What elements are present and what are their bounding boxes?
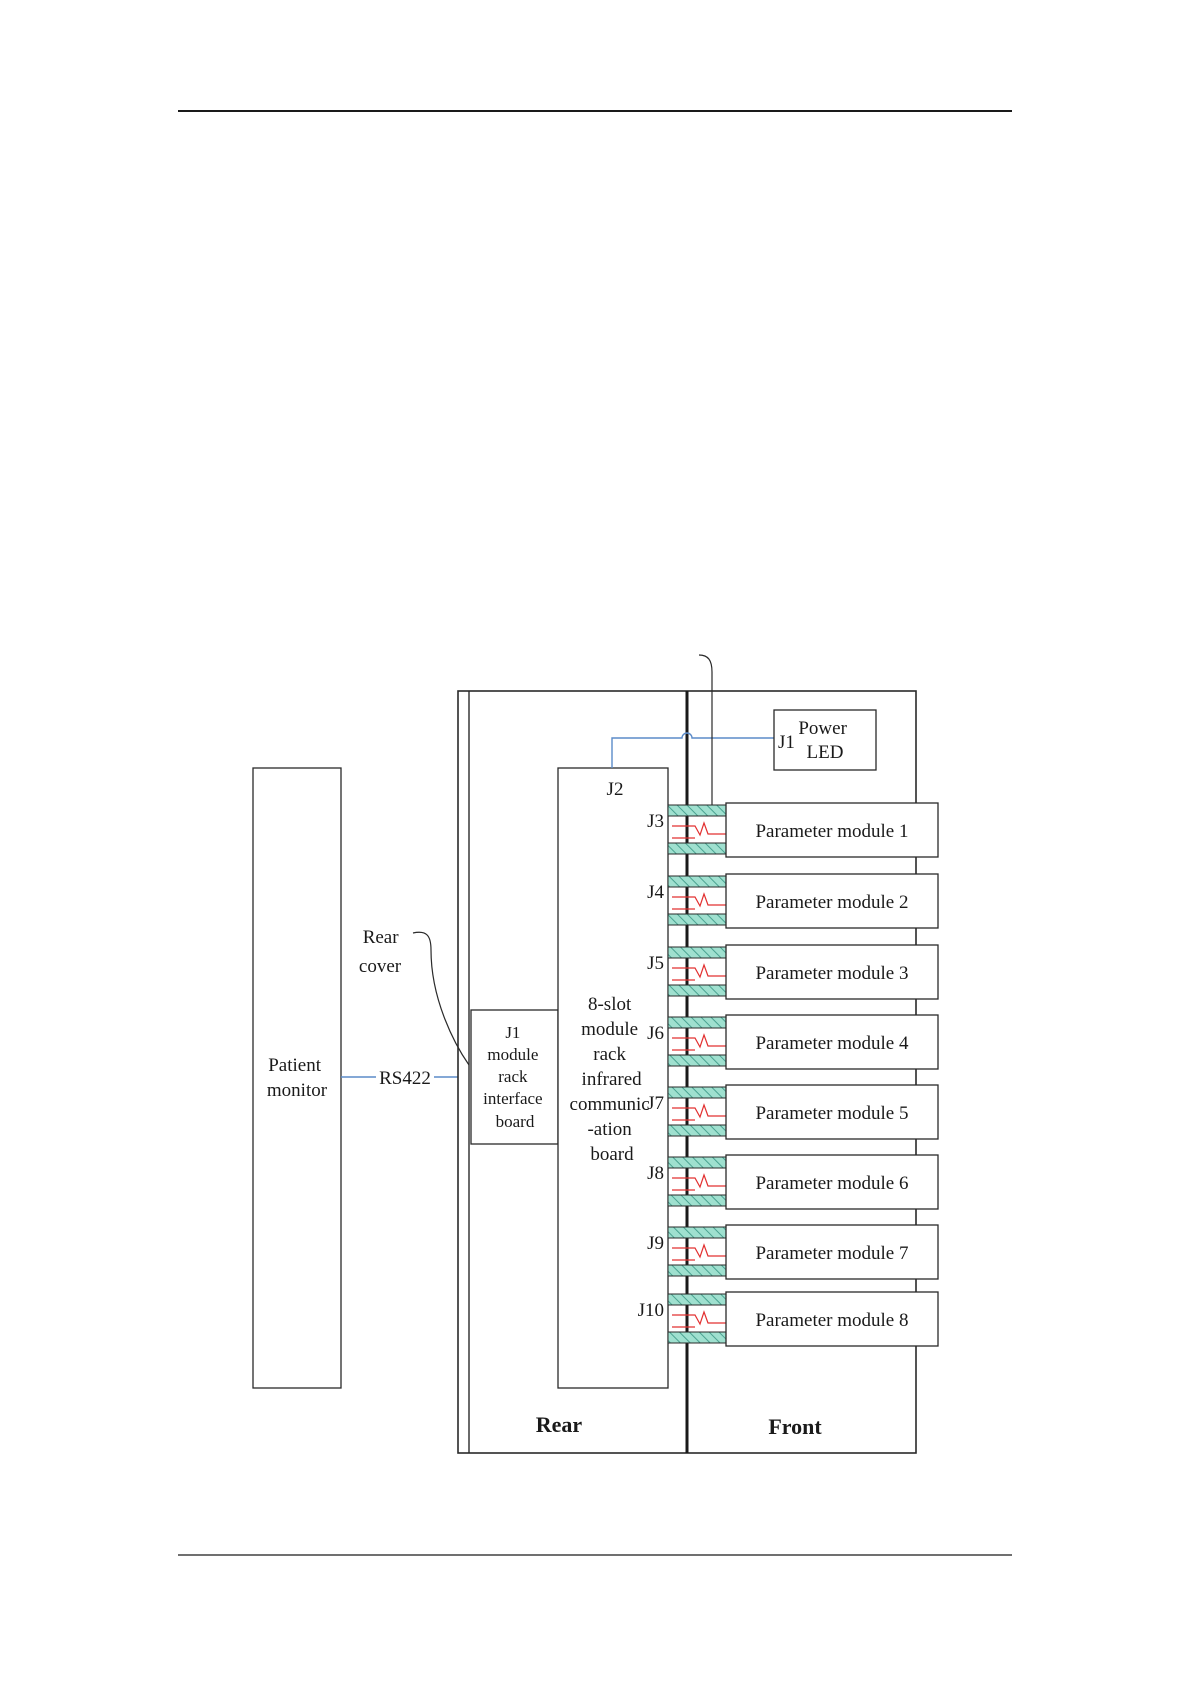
slot-callout-leader: [698, 654, 713, 812]
ir-signal: [672, 892, 726, 910]
patient-monitor-box: [252, 767, 342, 1389]
ir-signal: [672, 963, 726, 981]
ir-signal: [672, 1243, 726, 1261]
parameter-module-box: [725, 1291, 939, 1347]
slot-row: J9 Parameter module 7: [647, 1224, 939, 1280]
parameter-module-label: Parameter module 3: [755, 963, 908, 984]
power-led-wire: [611, 732, 778, 768]
parameter-module-label: Parameter module 5: [755, 1103, 908, 1124]
slot-row: J4 Parameter module 2: [647, 873, 939, 929]
rear-cover-leader: [412, 931, 470, 1066]
power-led-box: [773, 709, 877, 771]
power-led-label: Power LED: [798, 718, 851, 763]
connector-bar-top: [667, 1016, 727, 1029]
parameter-module-label: Parameter module 6: [755, 1173, 908, 1194]
parameter-module-label: Parameter module 4: [755, 1033, 909, 1054]
parameter-module-label: Parameter module 7: [755, 1243, 908, 1264]
parameter-module-box: [725, 944, 939, 1000]
ir-signal: [672, 1310, 726, 1328]
slot-row: J7 Parameter module 5: [647, 1084, 939, 1140]
comm-board-label: 8-slot module rack infrared communic -at…: [570, 994, 655, 1165]
connector-bar-bottom: [667, 984, 727, 997]
slot-rows: J3 Parameter module 1 J4 Parameter module 2…: [638, 802, 939, 1347]
parameter-module-box: [725, 1154, 939, 1210]
connector-bar-bottom: [667, 1331, 727, 1344]
connector-bar-top: [667, 1293, 727, 1306]
parameter-module-label: Parameter module 2: [755, 892, 908, 913]
parameter-module-box: [725, 1224, 939, 1280]
connector-bar-top: [667, 1086, 727, 1099]
slot-row: J6 Parameter module 4: [647, 1014, 939, 1070]
connector-label: J4: [647, 882, 664, 903]
connector-label: J7: [647, 1093, 664, 1114]
slot-row: J3 Parameter module 1: [647, 802, 939, 858]
connector-label: J9: [647, 1233, 664, 1254]
connector-bar-top: [667, 946, 727, 959]
connector-label: J3: [647, 811, 664, 832]
parameter-module-label: Parameter module 1: [755, 821, 908, 842]
comm-board-box: [557, 767, 669, 1389]
parameter-module-box: [725, 1014, 939, 1070]
parameter-module-box: [725, 802, 939, 858]
connector-bar-bottom: [667, 1194, 727, 1207]
connector-label: J8: [647, 1163, 664, 1184]
rs422-label: RS422: [379, 1068, 431, 1089]
patient-monitor-label: Patient monitor: [267, 1055, 328, 1101]
connector-bar-bottom: [667, 842, 727, 855]
parameter-module-box: [725, 873, 939, 929]
rear-label: Rear: [536, 1412, 583, 1437]
j2-label: J2: [607, 779, 624, 800]
slot-row: J10 Parameter module 8: [638, 1291, 939, 1347]
connector-label: J10: [638, 1300, 664, 1321]
slot-row: J5 Parameter module 3: [647, 944, 939, 1000]
power-led-connector-label: J1: [778, 732, 795, 753]
slot-row: J8 Parameter module 6: [647, 1154, 939, 1210]
connector-bar-top: [667, 804, 727, 817]
connector-bar-top: [667, 1156, 727, 1169]
connector-bar-bottom: [667, 1264, 727, 1277]
connector-label: J5: [647, 953, 664, 974]
ir-signal: [672, 1173, 726, 1191]
parameter-module-box: [725, 1084, 939, 1140]
ir-signal: [672, 1033, 726, 1051]
interface-board-label: J1 module rack interface board: [483, 1023, 547, 1131]
connector-label: J6: [647, 1023, 664, 1044]
ir-signal: [672, 1103, 726, 1121]
front-label: Front: [768, 1414, 822, 1439]
parameter-module-label: Parameter module 8: [755, 1310, 908, 1331]
connector-bar-bottom: [667, 1054, 727, 1067]
ir-signal: [672, 821, 726, 839]
rear-cover-label: Rear cover: [359, 927, 403, 977]
connector-bar-bottom: [667, 913, 727, 926]
connector-bar-bottom: [667, 1124, 727, 1137]
connector-bar-top: [667, 1226, 727, 1239]
connector-bar-top: [667, 875, 727, 888]
